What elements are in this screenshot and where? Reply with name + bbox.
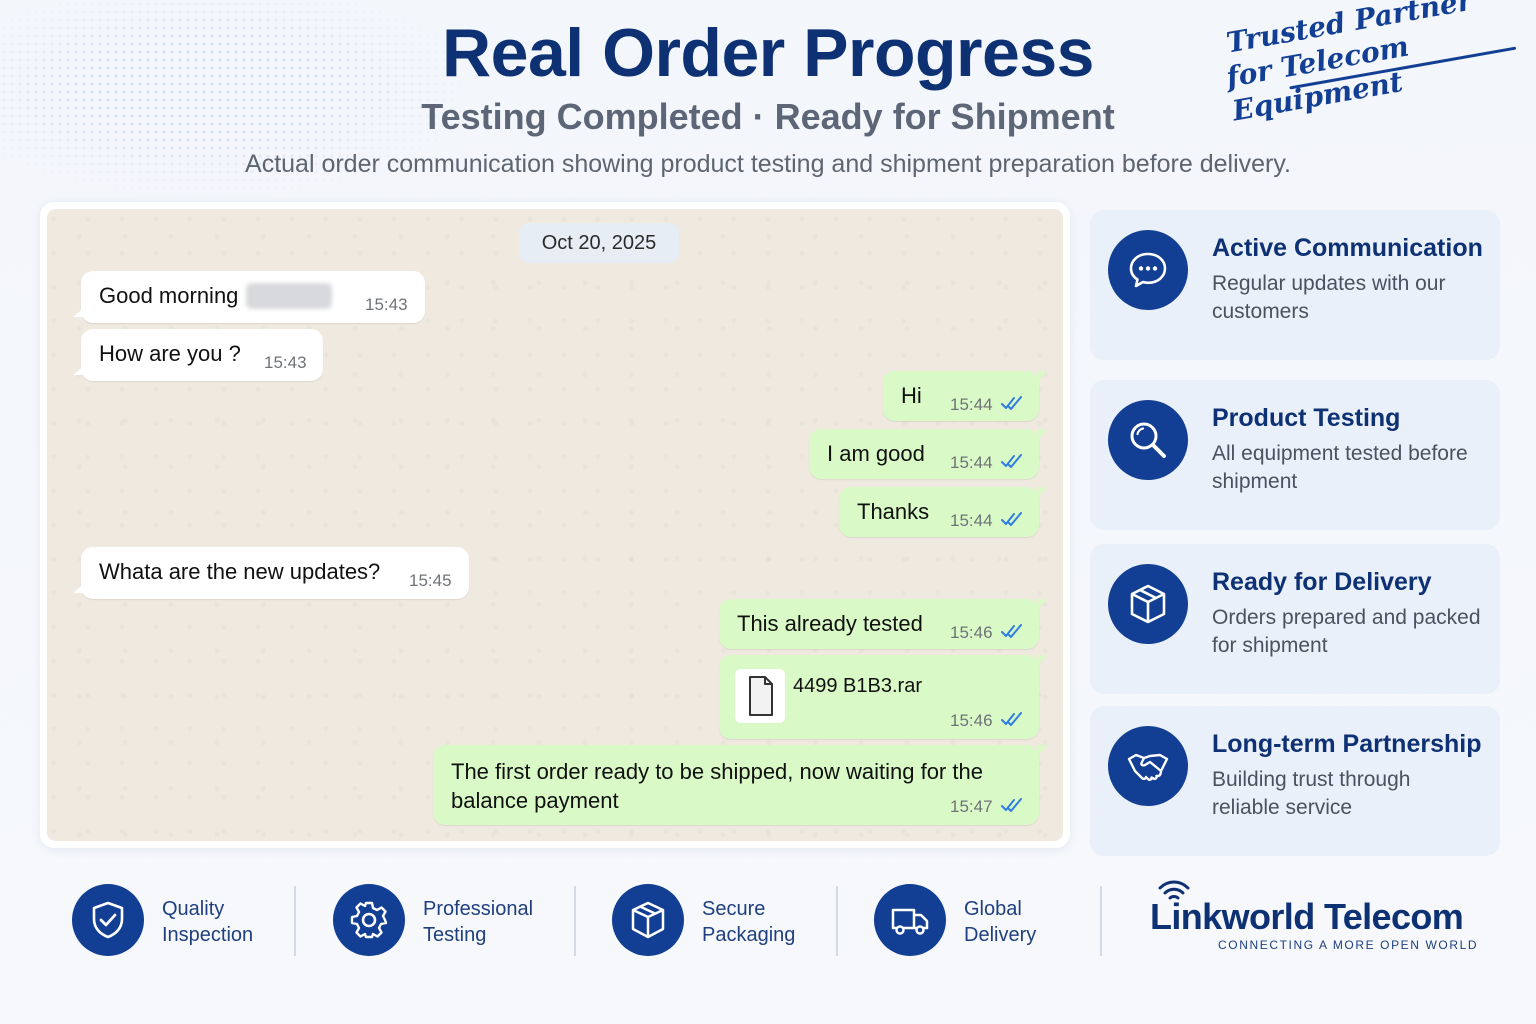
message-outgoing[interactable]: Thanks 15:44 [839, 487, 1047, 537]
message-time: 15:47 [950, 797, 993, 816]
badge-icon-circle [72, 884, 144, 956]
badge-icon-circle [874, 884, 946, 956]
message-time: 15:43 [264, 353, 307, 372]
feature-title: Ready for Delivery [1212, 568, 1432, 596]
document-file-icon [749, 676, 773, 716]
file-thumbnail[interactable] [735, 669, 785, 723]
message-time: 15:43 [365, 295, 408, 314]
chat-window[interactable]: Oct 20, 2025 Good morning 15:43 How are … [47, 209, 1063, 841]
badge-label-line2: Testing [423, 924, 487, 946]
read-check-icon [1001, 396, 1022, 410]
package-box-icon [1130, 584, 1166, 624]
badge-label: Global Delivery [964, 896, 1036, 948]
feature-icon-circle [1108, 400, 1188, 480]
message-time: 15:44 [950, 395, 993, 414]
page-subtitle: Testing Completed · Ready for Shipment [421, 96, 1115, 137]
message-text: Whata are the new updates? [99, 559, 381, 584]
read-check-icon [1001, 454, 1022, 468]
message-incoming[interactable]: Good morning 15:43 [73, 271, 425, 323]
badge-label-line1: Secure [702, 898, 766, 920]
message-time: 15:44 [950, 511, 993, 530]
redacted-name [246, 283, 332, 309]
file-name[interactable]: 4499 B1B3.rar [793, 675, 922, 697]
message-text: The first order ready to be shipped, now… [451, 759, 983, 813]
badge-label-line1: Quality [162, 898, 225, 920]
message-time: 15:46 [950, 711, 993, 730]
badge-secure-packaging: Secure Packaging [612, 884, 822, 958]
badge-global-delivery: Global Delivery [874, 884, 1084, 958]
feature-description: Building trust through reliable service [1212, 768, 1411, 819]
read-check-icon [1001, 798, 1022, 812]
message-text: This already tested [737, 611, 923, 636]
badge-label: Quality Inspection [162, 896, 253, 948]
handshake-icon [1127, 753, 1169, 781]
message-text: Thanks [857, 499, 930, 524]
badge-label-line2: Delivery [964, 924, 1037, 946]
feature-title: Active Communication [1212, 234, 1483, 262]
message-outgoing[interactable]: I am good 15:44 [809, 429, 1047, 479]
world-map-dots [0, 0, 460, 200]
feature-description: Orders prepared and packed for shipment [1212, 606, 1481, 657]
feature-description: All equipment tested before shipment [1212, 442, 1468, 493]
badge-label-line2: Packaging [702, 924, 796, 946]
message-incoming[interactable]: Whata are the new updates? 15:45 [73, 547, 469, 599]
brand-name: Linkworld Telecom [1150, 896, 1464, 937]
gear-icon [350, 901, 388, 939]
chat-screenshot-frame: Oct 20, 2025 Good morning 15:43 How are … [40, 202, 1070, 848]
badge-professional-testing: Professional Testing [333, 884, 563, 958]
badge-divider [294, 886, 296, 956]
badge-divider [1100, 886, 1102, 956]
package-box-icon [631, 901, 665, 939]
wifi-signal-icon [1158, 880, 1190, 900]
page-title: Real Order Progress [442, 15, 1094, 91]
badge-label-line2: Inspection [162, 924, 254, 946]
badge-label: Professional Testing [423, 896, 533, 948]
feature-card-partnership: Long-term Partnership Building trust thr… [1090, 706, 1500, 856]
message-incoming[interactable]: How are you ? 15:43 [73, 329, 323, 381]
badge-quality-inspection: Quality Inspection [72, 884, 282, 958]
message-text: Hi [901, 383, 922, 408]
message-time: 15:45 [409, 571, 452, 590]
file-attachment-message[interactable]: 4499 B1B3.rar 15:46 [719, 655, 1047, 739]
message-outgoing[interactable]: The first order ready to be shipped, now… [433, 745, 1047, 825]
brand-slogan: CONNECTING A MORE OPEN WORLD [1218, 938, 1479, 952]
feature-title: Long-term Partnership [1212, 730, 1482, 758]
read-check-icon [1001, 624, 1022, 638]
feature-title: Product Testing [1212, 404, 1401, 432]
delivery-truck-icon [891, 908, 929, 935]
badge-divider [836, 886, 838, 956]
feature-icon-circle [1108, 726, 1188, 806]
badge-label: Secure Packaging [702, 896, 795, 948]
page-tagline: Actual order communication showing produ… [245, 150, 1291, 178]
message-outgoing[interactable]: Hi 15:44 [883, 371, 1047, 421]
feature-card-communication: Active Communication Regular updates wit… [1090, 210, 1500, 360]
badge-label-line1: Global [964, 898, 1022, 920]
shield-check-icon [92, 901, 124, 939]
read-check-icon [1001, 712, 1022, 726]
message-text: How are you ? [99, 341, 241, 366]
chat-bubble-icon [1129, 252, 1167, 288]
date-separator: Oct 20, 2025 [519, 223, 679, 263]
badge-divider [574, 886, 576, 956]
message-time: 15:46 [950, 623, 993, 642]
magnifier-icon [1130, 422, 1166, 458]
message-text: Good morning [99, 283, 239, 308]
message-time: 15:44 [950, 453, 993, 472]
read-check-icon [1001, 512, 1022, 526]
feature-icon-circle [1108, 230, 1188, 310]
badge-label-line1: Professional [423, 898, 534, 920]
feature-description: Regular updates with our customers [1212, 272, 1446, 323]
badge-icon-circle [333, 884, 405, 956]
message-text: I am good [827, 441, 925, 466]
feature-icon-circle [1108, 564, 1188, 644]
badge-icon-circle [612, 884, 684, 956]
brand-logo: Linkworld Telecom CONNECTING A MORE OPEN… [1150, 872, 1480, 962]
feature-card-delivery: Ready for Delivery Orders prepared and p… [1090, 544, 1500, 694]
feature-card-testing: Product Testing All equipment tested bef… [1090, 380, 1500, 530]
message-outgoing[interactable]: This already tested 15:46 [719, 599, 1047, 649]
